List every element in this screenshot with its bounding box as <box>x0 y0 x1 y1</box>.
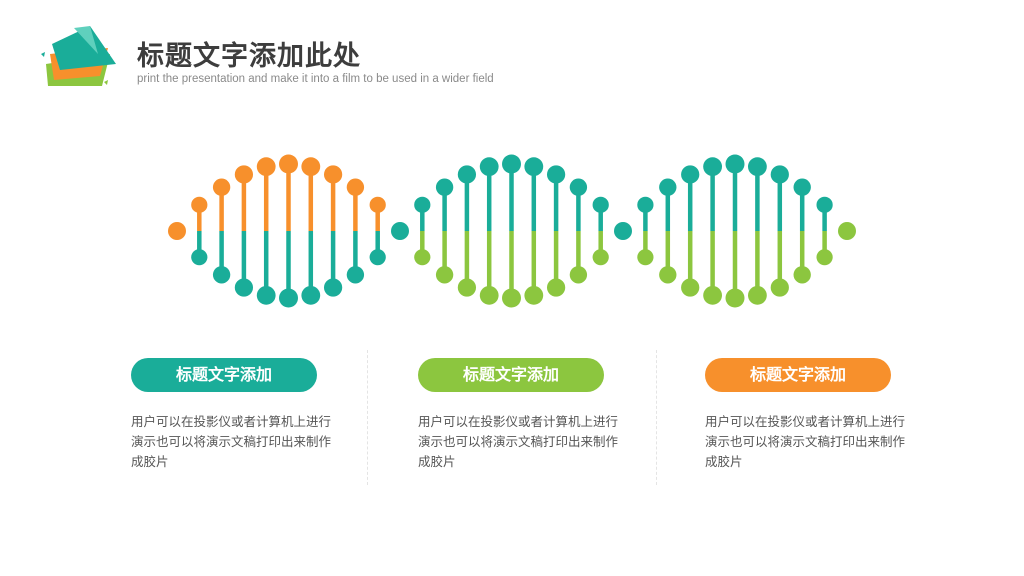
info-card-3: 标题文字添加 用户可以在投影仪或者计算机上进行演示也可以将演示文稿打印出来制作成… <box>705 358 905 472</box>
helix-node <box>770 278 789 297</box>
logo-icon <box>41 26 116 86</box>
helix-node <box>191 196 208 213</box>
page-title: 标题文字添加此处 <box>137 41 361 72</box>
helix-node <box>703 157 723 177</box>
helix-node <box>279 288 298 308</box>
card-description: 用户可以在投影仪或者计算机上进行演示也可以将演示文稿打印出来制作成胶片 <box>131 414 332 469</box>
helix-node <box>414 196 431 213</box>
helix-node <box>747 157 767 177</box>
column-divider <box>367 350 368 485</box>
helix-node <box>793 178 811 196</box>
helix-node <box>435 178 454 196</box>
helix-node <box>793 266 811 284</box>
helix-node <box>592 249 609 266</box>
helix-node <box>569 266 588 284</box>
helix-node <box>592 196 609 213</box>
helix-node <box>256 157 276 177</box>
card-description: 用户可以在投影仪或者计算机上进行演示也可以将演示文稿打印出来制作成胶片 <box>418 414 619 469</box>
helix-node <box>816 249 833 266</box>
helix-node <box>346 266 365 284</box>
helix-node <box>212 178 231 196</box>
helix-node <box>346 178 365 196</box>
info-card-2: 标题文字添加 用户可以在投影仪或者计算机上进行演示也可以将演示文稿打印出来制作成… <box>418 358 618 472</box>
helix-node <box>838 222 856 240</box>
card-title-pill: 标题文字添加 <box>705 358 891 392</box>
helix-node <box>747 285 767 305</box>
helix-node <box>524 157 544 177</box>
helix-node <box>659 266 677 284</box>
helix-node <box>191 249 208 266</box>
info-card-1: 标题文字添加 用户可以在投影仪或者计算机上进行演示也可以将演示文稿打印出来制作成… <box>131 358 331 472</box>
card-title-pill: 标题文字添加 <box>131 358 317 392</box>
helix-node <box>479 157 499 177</box>
helix-node <box>524 285 544 305</box>
helix-node <box>614 222 632 240</box>
card-description: 用户可以在投影仪或者计算机上进行演示也可以将演示文稿打印出来制作成胶片 <box>705 414 906 469</box>
helix-node <box>479 285 499 305</box>
helix-node <box>569 178 588 196</box>
helix-node <box>369 249 386 266</box>
helix-node <box>168 222 186 240</box>
helix-node <box>637 196 654 213</box>
helix-node <box>457 278 477 297</box>
helix-node <box>770 165 789 184</box>
helix-node <box>546 278 566 297</box>
helix-node <box>659 178 677 196</box>
dna-helix-graphic <box>168 154 856 308</box>
helix-node <box>546 165 566 184</box>
helix-node <box>435 266 454 284</box>
helix-node <box>212 266 231 284</box>
card-title-pill: 标题文字添加 <box>418 358 604 392</box>
helix-node <box>301 285 321 305</box>
helix-node <box>457 165 477 184</box>
helix-node <box>279 154 298 174</box>
helix-node <box>391 222 409 240</box>
helix-node <box>502 288 521 308</box>
helix-node <box>323 278 343 297</box>
helix-node <box>301 157 321 177</box>
helix-node <box>234 165 254 184</box>
helix-node <box>369 196 386 213</box>
helix-node <box>414 249 431 266</box>
column-divider <box>656 350 657 485</box>
helix-node <box>256 285 276 305</box>
helix-node <box>681 278 700 297</box>
helix-node <box>681 165 700 184</box>
helix-node <box>234 278 254 297</box>
helix-node <box>703 285 723 305</box>
helix-node <box>725 288 745 308</box>
page-subtitle: print the presentation and make it into … <box>137 73 494 85</box>
helix-node <box>816 196 833 213</box>
helix-node <box>637 249 654 266</box>
helix-node <box>725 154 745 174</box>
helix-node <box>502 154 521 174</box>
helix-node <box>323 165 343 184</box>
